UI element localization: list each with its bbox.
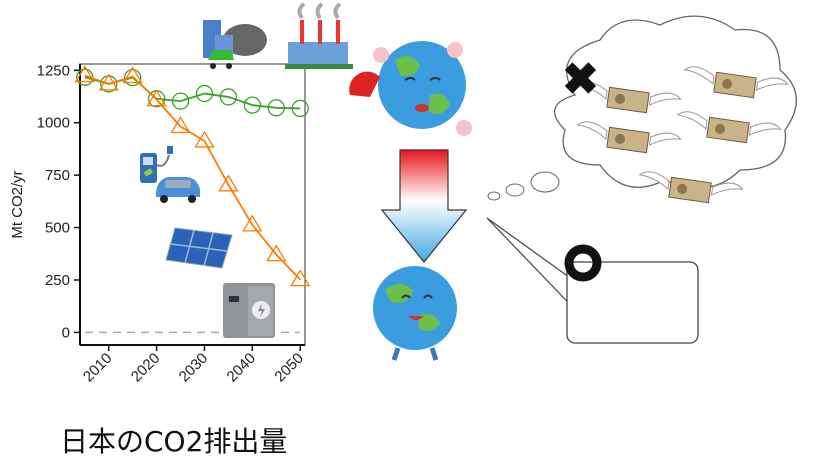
y-axis-label: Mt CO2/yr xyxy=(9,170,26,238)
x-tick-label: 2050 xyxy=(271,350,307,386)
circle-marker xyxy=(291,99,309,118)
banknote-icon xyxy=(668,176,712,204)
triangle-marker xyxy=(290,269,311,287)
banknote-icon xyxy=(713,71,757,99)
speech-box xyxy=(486,217,699,344)
y-tick-label: 1000 xyxy=(37,115,70,132)
wing-icon xyxy=(638,171,744,196)
flying-money-icon xyxy=(638,171,744,204)
y-tick-label: 0 xyxy=(62,324,70,341)
circle-marker xyxy=(195,84,214,103)
wing-icon xyxy=(676,111,782,136)
triangle-marker xyxy=(98,73,119,91)
circle-marker xyxy=(267,99,285,117)
y-tick-label: 750 xyxy=(45,167,70,184)
electric-car-icon xyxy=(156,177,200,203)
triangle-marker xyxy=(266,244,287,262)
o-mark-label: ○ xyxy=(0,0,1,1)
triangle-marker xyxy=(194,130,215,148)
y-tick-label: 250 xyxy=(45,272,70,289)
ev-charger-icon xyxy=(140,146,173,183)
factory-pollution-icon xyxy=(203,2,353,69)
wing-icon xyxy=(576,81,682,106)
wing-icon xyxy=(683,66,789,91)
y-tick-label: 500 xyxy=(45,220,70,237)
happy-earth-icon xyxy=(373,266,457,361)
triangle-marker xyxy=(218,174,239,192)
flying-money-icon xyxy=(683,66,789,99)
x-tick-label: 2030 xyxy=(176,350,212,386)
triangle-marker xyxy=(74,65,95,83)
series-line-2 xyxy=(84,74,301,281)
banknote-icon xyxy=(706,116,750,144)
x-tick-label: 2040 xyxy=(224,350,260,386)
battery-storage-icon xyxy=(223,283,275,338)
flying-money-icon xyxy=(676,111,782,144)
flying-money-icon xyxy=(576,81,682,114)
chart-title: 日本のCO2排出量 xyxy=(60,425,288,458)
flying-money-icon xyxy=(576,121,682,154)
banknote-portrait-icon xyxy=(615,93,626,104)
circle-marker xyxy=(124,68,142,87)
o-mark xyxy=(564,244,602,282)
solar-panel-icon xyxy=(165,227,233,269)
banknote-portrait-icon xyxy=(615,133,626,144)
banknote-portrait-icon xyxy=(722,78,733,89)
triangle-marker xyxy=(170,116,191,134)
wing-icon xyxy=(576,121,682,146)
down-arrow-icon xyxy=(380,149,468,263)
triangle-marker xyxy=(122,66,143,84)
banknote-icon xyxy=(606,86,650,114)
circle-marker xyxy=(219,88,238,106)
banknote-portrait-icon xyxy=(715,123,726,134)
banknote-portrait-icon xyxy=(677,183,688,194)
triangle-marker xyxy=(242,214,263,232)
circle-marker xyxy=(76,68,94,86)
circle-marker xyxy=(171,92,190,110)
circle-marker xyxy=(243,96,261,114)
x-tick-label: 2010 xyxy=(80,350,116,386)
triangle-marker xyxy=(146,89,167,107)
overheated-earth-icon xyxy=(349,41,472,136)
chart-marks xyxy=(74,65,311,287)
x-tick-label: 2020 xyxy=(128,350,164,386)
y-tick-label: 1250 xyxy=(37,62,70,79)
x-mark: ✖ xyxy=(562,55,599,104)
banknote-icon xyxy=(606,126,650,154)
